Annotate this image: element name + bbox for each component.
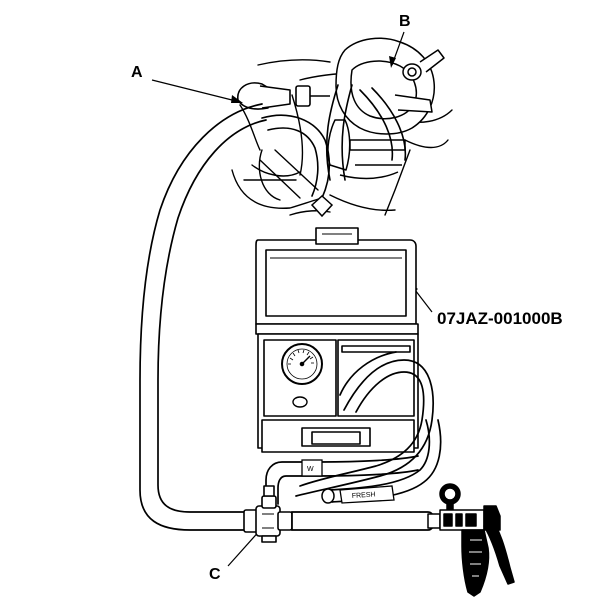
engine-connector xyxy=(310,194,334,218)
hose-a-end-fitting xyxy=(237,82,330,110)
kit-coiled-hose xyxy=(295,351,434,497)
gauge-dial xyxy=(281,343,323,385)
short-hose-tag-text: W xyxy=(307,466,314,473)
callout-a: A xyxy=(131,64,143,81)
leader-a xyxy=(151,79,241,103)
fresh-hose-tag: FRESH xyxy=(339,485,395,504)
engine-bay-outline xyxy=(231,59,453,216)
hose-a xyxy=(139,103,267,531)
test-kit-case xyxy=(255,227,419,453)
callout-b: B xyxy=(399,13,411,30)
tool-part-number: 07JAZ-001000B xyxy=(437,309,563,328)
gauge-knob xyxy=(292,396,308,408)
callout-c: C xyxy=(209,566,221,583)
fresh-hose-tag-text: FRESH xyxy=(352,491,376,500)
short-hose-tag: W xyxy=(301,459,323,477)
t-fitting xyxy=(243,485,293,543)
vacuum-pump xyxy=(427,483,515,597)
pump-hose xyxy=(291,511,435,531)
evap-canister-purge-valve xyxy=(327,37,445,180)
fresh-hose-end-cap xyxy=(321,488,335,504)
engine-hoses xyxy=(261,84,407,199)
